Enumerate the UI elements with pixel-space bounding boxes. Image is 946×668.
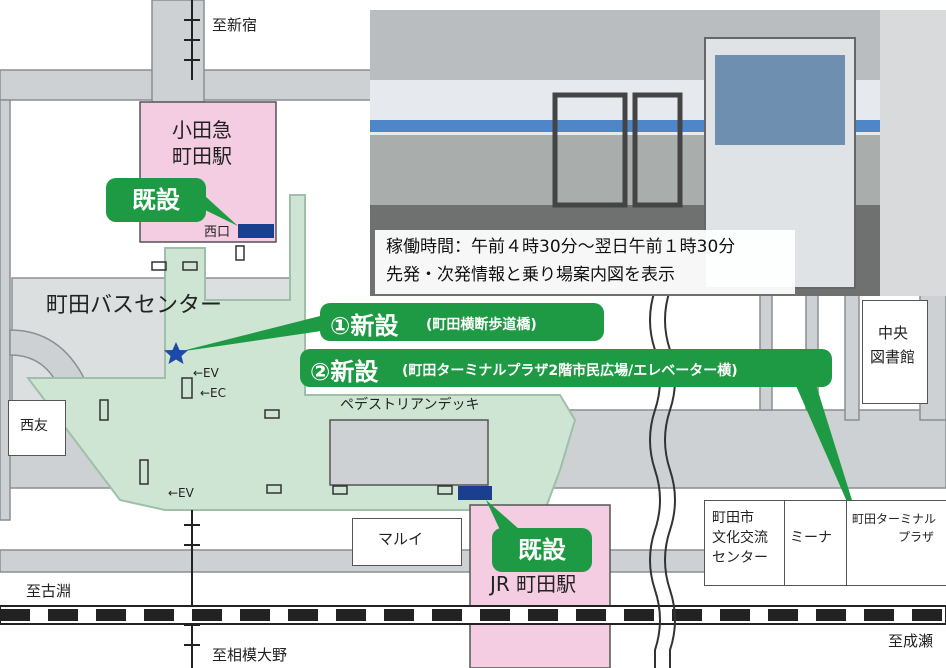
odakyu-station-building	[139, 101, 277, 243]
culture-center-label-2: 文化交流	[712, 530, 768, 546]
odakyu-station-name-2: 町田駅	[172, 144, 232, 168]
photo-caption	[375, 230, 795, 294]
elevator-label-1: ←EV	[193, 366, 219, 380]
marui-label: マルイ	[378, 530, 424, 548]
west-exit-label: 西口	[204, 225, 231, 240]
existing-callout-south: 既設	[492, 528, 592, 572]
caption-content: 先発・次発情報と乗り場案内図を表示	[386, 265, 675, 285]
seiyu-building	[8, 400, 66, 456]
pointer-new1	[178, 314, 328, 352]
culture-center-label-1: 町田市	[712, 510, 754, 526]
marui-building	[352, 518, 462, 566]
terminal-plaza-label-1: 町田ターミナル	[852, 512, 937, 526]
jr-station-name: JR 町田駅	[490, 572, 577, 596]
direction-kobuchi: 至古淵	[26, 582, 72, 600]
library-label-2: 図書館	[870, 348, 916, 366]
existing-sign-south	[458, 486, 492, 500]
existing-sign-north	[238, 224, 274, 238]
new-callout-2: ②新設 (町田ターミナルプラザ2階市民広場/エレベーター横)	[300, 349, 832, 387]
mina-label: ミーナ	[790, 530, 832, 546]
escalator-label: ←EC	[200, 386, 227, 400]
new-callout-1: ①新設 (町田横断歩道橋)	[320, 303, 604, 341]
bus-center-label: 町田バスセンター	[46, 293, 223, 318]
direction-naruse: 至成瀬	[888, 632, 934, 650]
seiyu-label: 西友	[20, 418, 48, 434]
library-label-1: 中央	[878, 324, 909, 342]
new-callout-2-title: ②新設	[310, 358, 379, 386]
deck-central-building	[329, 419, 489, 486]
new-callout-1-title: ①新設	[330, 312, 399, 340]
direction-shinjuku: 至新宿	[212, 16, 258, 34]
direction-sagamiono: 至相模大野	[212, 646, 288, 664]
stairs-icon	[99, 245, 453, 495]
elevator-label-2: ←EV	[168, 486, 194, 500]
terminal-plaza-label-2: プラザ	[898, 530, 935, 544]
caption-hours: 稼働時間：午前４時30分〜翌日午前１時30分	[386, 237, 736, 257]
library-building	[862, 300, 928, 404]
new-callout-1-subtitle: (町田横断歩道橋)	[426, 317, 537, 333]
new-callout-2-subtitle: (町田ターミナルプラザ2階市民広場/エレベーター横)	[402, 363, 738, 379]
jr-railway	[0, 605, 946, 625]
pointer-existing-south	[486, 500, 520, 530]
culture-center-label-3: センター	[712, 550, 768, 566]
existing-callout-north: 既設	[106, 178, 206, 222]
road-west-vertical	[0, 99, 11, 521]
odakyu-station-name-1: 小田急	[172, 118, 232, 142]
pointer-existing-north	[205, 196, 238, 226]
star-icon	[164, 342, 188, 364]
terminal-plaza-building	[846, 500, 946, 586]
pedestrian-deck-label: ペデストリアンデッキ	[340, 397, 480, 413]
